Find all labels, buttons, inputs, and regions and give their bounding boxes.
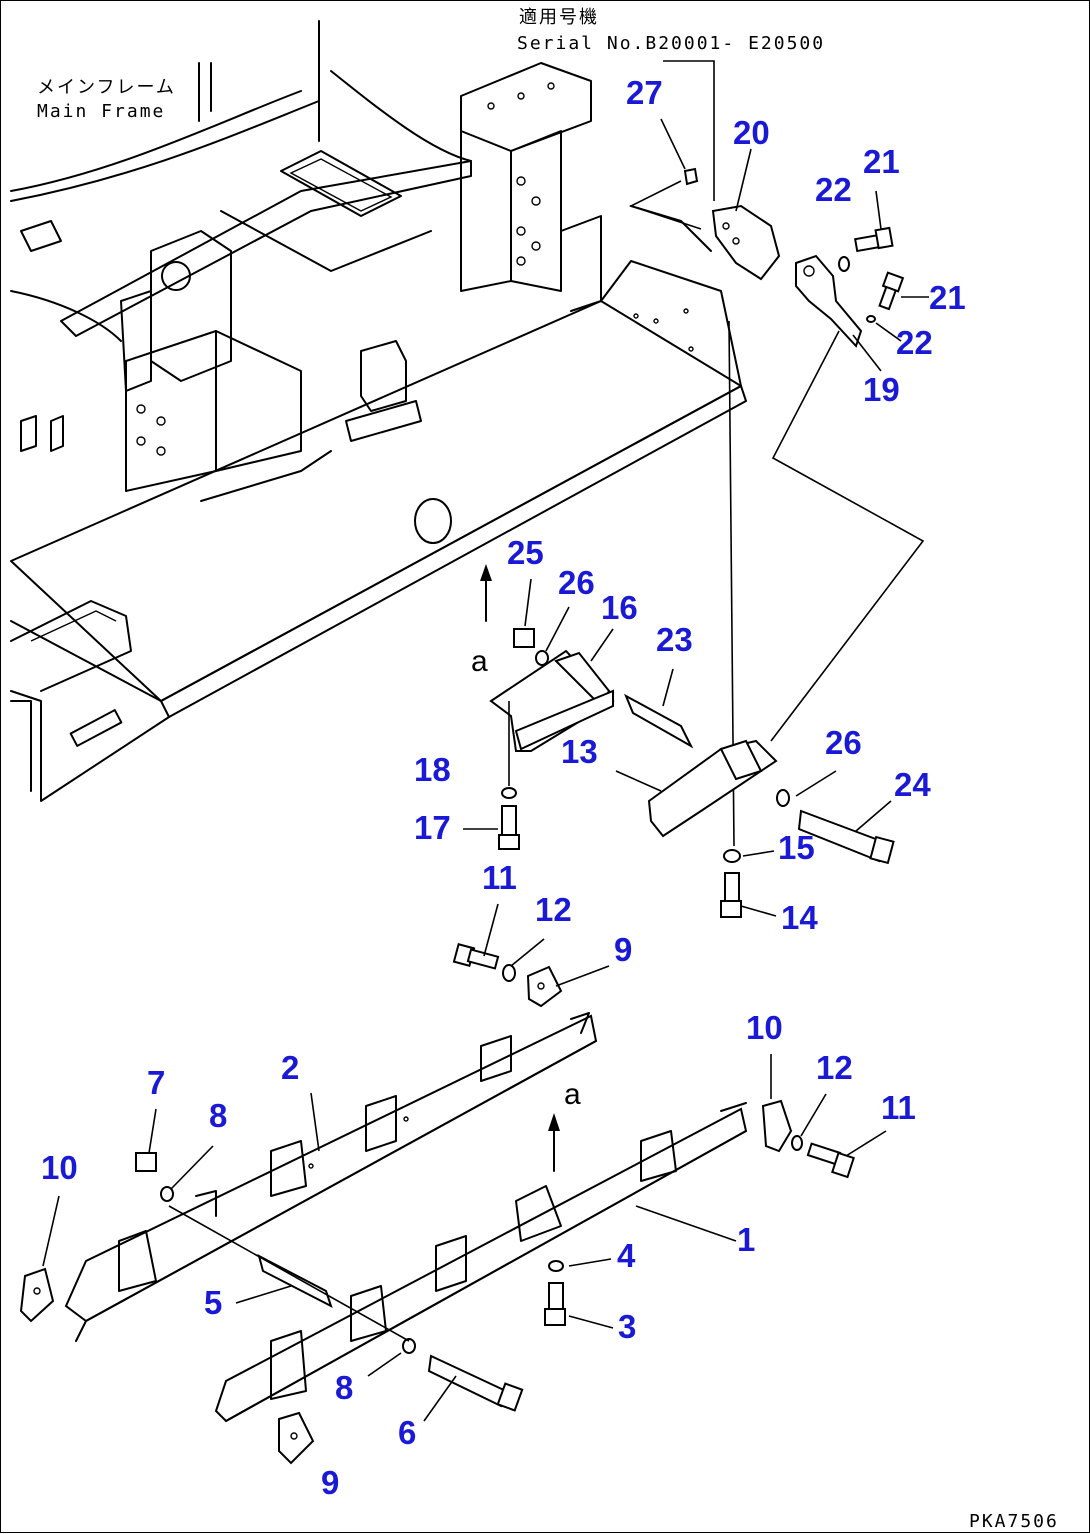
callout-25: 25 [507, 534, 544, 571]
guard-rail-2 [64, 1012, 598, 1342]
callout-12-lower: 12 [816, 1049, 853, 1086]
pin-5 [257, 1254, 333, 1309]
view-arrow-a-upper [480, 564, 492, 622]
view-marker-a-upper: a [471, 645, 488, 678]
callout-7: 7 [147, 1064, 165, 1101]
nut-25 [513, 628, 535, 648]
bolt-3 [544, 1282, 566, 1326]
callout-11-middle: 11 [482, 859, 517, 896]
leader-lines [42, 118, 929, 1422]
washer-22-lower [866, 315, 876, 323]
bracket-assembly-top [628, 167, 925, 847]
main-frame-label-en: Main Frame [37, 101, 165, 122]
view-arrow-a-lower [548, 1113, 560, 1172]
pin-23 [624, 693, 694, 749]
guard-rail-1 [214, 1102, 748, 1423]
callout-16: 16 [601, 589, 638, 626]
view-marker-a-lower: a [564, 1078, 581, 1111]
nut-7 [135, 1152, 157, 1172]
callout-27: 27 [626, 74, 663, 111]
serial-range: Serial No.B20001- E20500 [517, 33, 825, 54]
callout-13: 13 [561, 733, 598, 770]
link-parts-middle [452, 943, 563, 1008]
callout-14: 14 [781, 899, 818, 936]
bolt-14 [720, 872, 742, 918]
callout-4: 4 [617, 1237, 636, 1274]
washer-22-upper [838, 256, 850, 272]
callout-9-middle: 9 [614, 931, 632, 968]
callout-22-lower: 22 [896, 324, 933, 361]
main-frame [10, 20, 747, 802]
bolt-11-middle [452, 943, 500, 970]
bolt-17 [498, 805, 520, 850]
bracket-assembly-middle [489, 628, 895, 918]
washer-15 [723, 849, 741, 863]
callout-5: 5 [204, 1284, 222, 1321]
callout-8-lower: 8 [335, 1369, 353, 1406]
washer-12-lower [791, 1135, 803, 1151]
callout-10-right: 10 [746, 1009, 783, 1046]
callout-24: 24 [894, 766, 931, 803]
applicable-serial-title: 適用号機 [519, 7, 599, 28]
lower-parts [19, 1099, 855, 1465]
callout-3: 3 [618, 1308, 636, 1345]
callout-18: 18 [414, 751, 451, 788]
callout-2: 2 [281, 1049, 299, 1086]
callout-23: 23 [656, 621, 693, 658]
washer-8-upper [160, 1186, 174, 1202]
callout-20: 20 [733, 114, 770, 151]
callout-17: 17 [414, 809, 451, 846]
clip-27 [683, 167, 699, 186]
callout-1: 1 [737, 1221, 755, 1258]
callout-22-upper: 22 [815, 171, 852, 208]
callout-11-lower: 11 [881, 1089, 916, 1126]
plate-10-left [19, 1267, 55, 1323]
washer-12-middle [502, 964, 516, 982]
callout-21-upper: 21 [863, 143, 900, 180]
main-frame-label-jp: メインフレーム [37, 77, 176, 98]
washer-4 [548, 1260, 564, 1272]
callout-6: 6 [398, 1414, 416, 1451]
bolt-21-lower [878, 271, 905, 311]
washer-8-lower [402, 1338, 416, 1354]
washer-26-right [776, 789, 790, 807]
bolt-11-lower [806, 1142, 855, 1179]
callout-numbers: 27 20 21 22 21 22 19 25 26 16 23 13 26 2… [41, 74, 966, 1501]
callout-21-lower: 21 [929, 279, 966, 316]
figure-code: PKA7506 [969, 1511, 1059, 1532]
callout-12-middle: 12 [535, 891, 572, 928]
callout-19: 19 [863, 371, 900, 408]
callout-9-lower: 9 [321, 1464, 339, 1501]
serial-bracket-line [663, 60, 715, 201]
callout-10-left: 10 [41, 1149, 78, 1186]
callout-26-right: 26 [825, 724, 862, 761]
plate-10-right [761, 1099, 793, 1153]
callout-15: 15 [778, 829, 815, 866]
washer-26-left [535, 650, 549, 666]
callout-8-upper: 8 [209, 1097, 227, 1134]
washer-18 [501, 787, 517, 799]
bolt-21-upper [853, 226, 894, 253]
callout-26-left: 26 [558, 564, 595, 601]
